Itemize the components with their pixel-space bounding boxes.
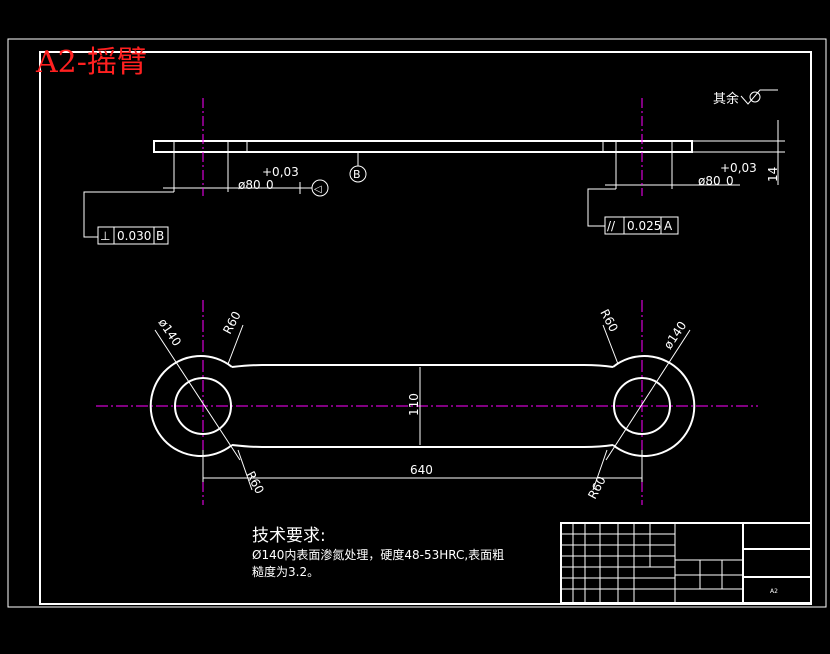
front-view-outline [149, 355, 696, 457]
svg-text://: // [607, 219, 616, 233]
left-bore-dia: ø80 [238, 178, 261, 192]
inner-frame [39, 51, 812, 605]
sheet-title-stamp: A2-摇臂 [35, 45, 147, 80]
surface-roughness-note: 其余 [713, 89, 778, 107]
datum-a-triangle: ◁ [314, 184, 322, 195]
top-view [83, 120, 785, 238]
right-bore-dia: ø80 [698, 174, 721, 188]
right-outer-dia: ø140 [661, 319, 690, 352]
svg-text:B: B [156, 229, 164, 243]
svg-text:0.030: 0.030 [117, 229, 151, 243]
svg-text:A: A [664, 219, 673, 233]
right-bore-upper-tol: +0,03 [720, 161, 757, 175]
svg-text:0.025: 0.025 [627, 219, 661, 233]
tech-req-line2: 糙度为3.2。 [252, 564, 319, 579]
svg-text:其余: 其余 [713, 91, 739, 107]
top-view-centerlines [202, 98, 643, 196]
surface-roughness-icon [740, 89, 778, 105]
left-outer-dia: ø140 [156, 316, 185, 349]
tech-req-line1: Ø140内表面渗氮处理，硬度48-53HRC,表面粗 [252, 547, 504, 562]
left-bore-upper-tol: +0,03 [262, 165, 299, 179]
center-distance: 640 [410, 463, 433, 477]
title-block-scale: A2 [770, 588, 778, 595]
radius-top-right: R60 [597, 307, 620, 334]
svg-text:⊥: ⊥ [100, 229, 110, 243]
radius-bottom-left: R60 [243, 469, 266, 496]
perpendicularity-frame: ⊥ 0.030 B [97, 226, 169, 245]
web-height: 110 [407, 393, 421, 416]
outer-border [7, 38, 827, 608]
front-view-dimensions [154, 324, 691, 491]
left-bore-lower-tol: 0 [266, 178, 274, 192]
right-bore-lower-tol: 0 [726, 174, 734, 188]
tech-req-heading: 技术要求: [252, 526, 326, 546]
thickness-dimension: 14 [766, 167, 780, 182]
datum-b-label: B [353, 168, 361, 181]
parallelism-frame: // 0.025 A [604, 216, 679, 235]
title-block [560, 522, 812, 604]
